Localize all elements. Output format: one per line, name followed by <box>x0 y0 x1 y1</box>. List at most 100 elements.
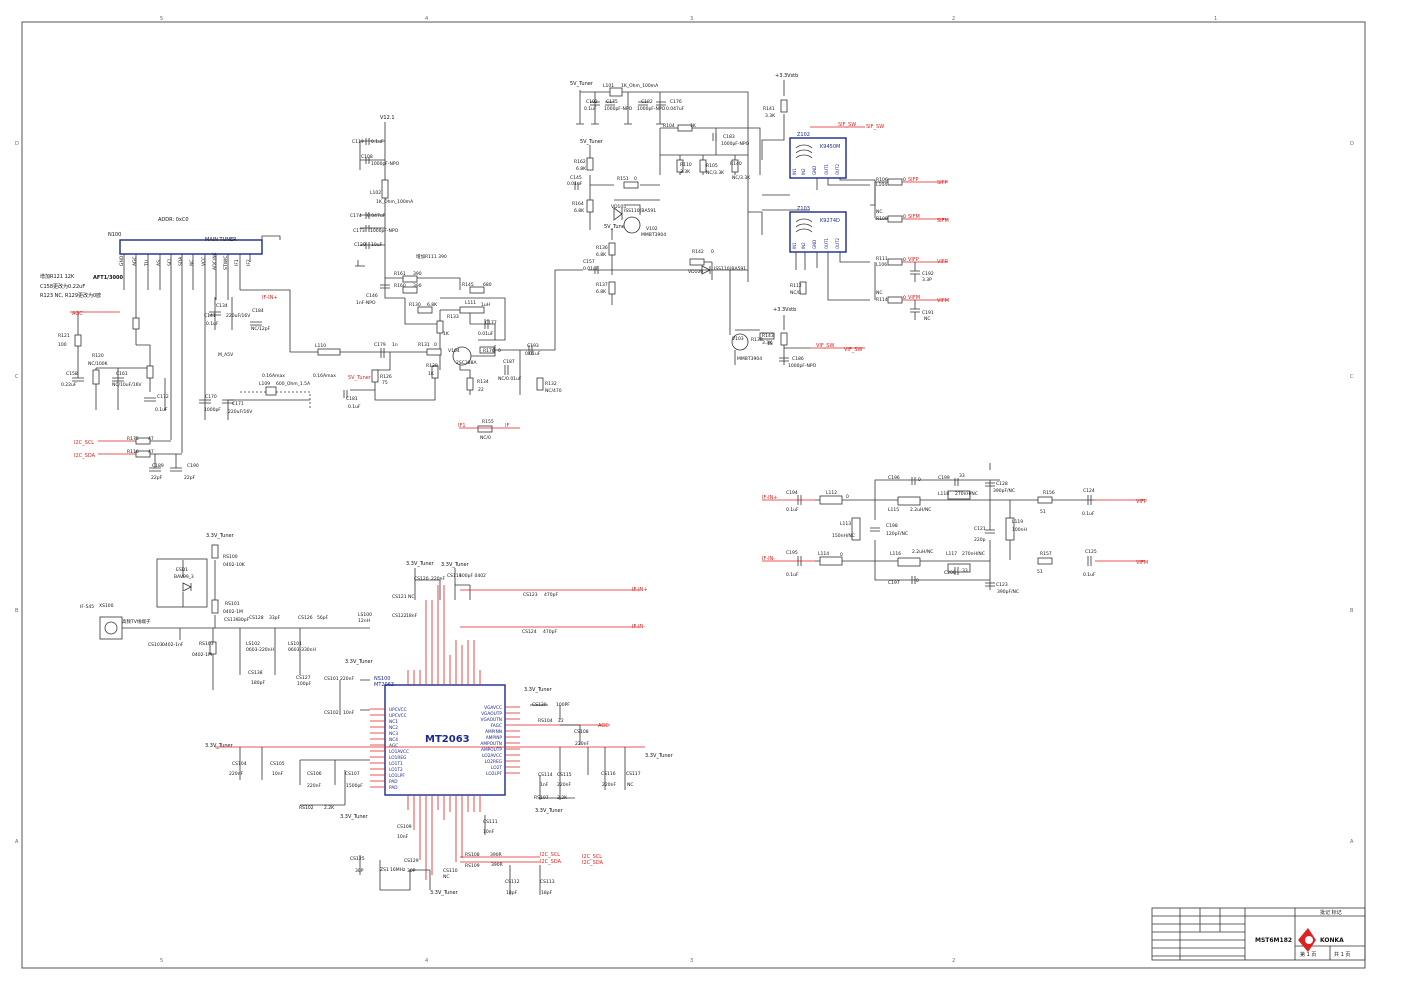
pin: AMPOUTN <box>480 741 502 747</box>
rf-connector-center <box>104 621 118 635</box>
pin: OUT2 <box>835 163 840 175</box>
transistor-v104 <box>452 346 472 366</box>
label: 0 <box>903 257 906 263</box>
label: C195 <box>786 550 798 556</box>
mt2063-component-labels: CS120 220nF CS119 100pF 0402 CS121 NC CS… <box>229 573 641 896</box>
label: R104 <box>663 123 675 129</box>
resistor-r134 <box>466 377 474 391</box>
title-block: 批记 标记 MST6M182 KONKA 共 1 页 第 1 页 <box>1151 907 1366 961</box>
capacitor-c183 <box>712 133 717 141</box>
saw-filter-z102 <box>789 137 847 179</box>
main-tuner-box <box>119 239 263 255</box>
label: L106 <box>876 262 887 268</box>
label: 1nF <box>540 782 549 788</box>
esd-box <box>156 558 208 608</box>
pin: LO2LPF <box>486 771 502 777</box>
label: 220nF <box>340 676 354 682</box>
label: 22pF <box>184 475 196 481</box>
inductor-l110 <box>317 348 341 356</box>
net-vif-sw: VIF_SW <box>816 343 834 349</box>
label: C179 <box>374 342 386 348</box>
title-block-frame <box>1151 907 1366 961</box>
label: C157 <box>583 259 595 265</box>
label: C121 <box>974 526 986 532</box>
label: 3.3K <box>765 113 776 119</box>
net-3v3-tuner-b: 3.3V_Tuner <box>441 562 470 568</box>
label: C197 <box>888 580 900 586</box>
pin: NC2 <box>389 725 398 731</box>
resistor-r112 <box>799 281 807 295</box>
row-marker: A <box>1350 839 1354 845</box>
label: 150nH/NC <box>832 533 855 539</box>
pin: LO1REG <box>389 755 406 761</box>
resistor-r130 <box>417 306 433 314</box>
label: R121 <box>58 333 70 339</box>
rf-input-labels: ESD1 BAV99_3 IF-545 XS100 高频TV线端子 RS100 … <box>80 554 329 687</box>
pin: IN1 <box>792 242 797 249</box>
label: 33 <box>959 473 965 479</box>
tuner-pin: AS <box>156 260 162 266</box>
label: 1K_Ohm_100mA <box>621 83 659 89</box>
label: CS122 <box>392 613 407 619</box>
net-if1: IF1 <box>458 423 466 429</box>
mt2063-section: MT2063 NS100 MT2063 UPCVCC UPCVCC NC1 NC… <box>80 533 674 896</box>
pin: LO2AVCC <box>482 753 502 759</box>
label: ESD1 <box>176 567 188 573</box>
label: 0.16Amax <box>313 373 336 379</box>
label: C196 <box>888 475 900 481</box>
mt2063-right-pins: VGAVCC VGAOUTP VGAOUTN FAGC AMPINN AMPIN… <box>480 705 502 777</box>
label: MMBT3904 <box>641 232 666 238</box>
tuner-component-labels: R121 100 R120 NC/100K C158 0.22uF C161 N… <box>58 303 271 481</box>
label: CS102 <box>324 710 339 716</box>
label: 1K <box>443 331 450 337</box>
inductor-l117 <box>947 563 971 573</box>
label: R134 <box>477 379 489 385</box>
net-vifm: VIFM <box>908 295 920 301</box>
label: R111 <box>876 256 888 262</box>
resistor-r120 <box>92 369 100 385</box>
label: 22 <box>478 387 484 393</box>
label: 2SC388A <box>456 360 477 366</box>
inductor-l109 <box>265 386 277 396</box>
label: 680 <box>483 282 492 288</box>
resistor-r157 <box>1037 557 1053 565</box>
label: 1500pF <box>346 783 363 789</box>
capacitor-c193 <box>528 345 533 355</box>
label: CS121 <box>392 594 407 600</box>
label: L115 <box>888 507 899 513</box>
tuner-addr: ADDR: 0xC0 <box>158 217 189 223</box>
label: 3.3K <box>762 340 773 346</box>
label: R136 <box>596 245 608 251</box>
capacitor-c157 <box>594 266 599 274</box>
label: R139 <box>426 363 438 369</box>
label: ZS1 <box>380 867 389 873</box>
label: 0.1uF <box>1083 572 1096 578</box>
resistor-r151 <box>623 181 639 189</box>
label: 3.3K <box>680 169 691 175</box>
tuner-note: C158更改为0.22uF <box>40 283 85 290</box>
pin: LO1T1 <box>389 761 403 767</box>
label: R132 <box>545 381 557 387</box>
label: 6.8K <box>596 289 607 295</box>
label: C161 <box>116 371 128 377</box>
label: 22 <box>558 718 564 724</box>
label: RS100 <box>223 554 238 560</box>
capacitor-c177 <box>484 319 489 329</box>
label: 600_Ohm_1.5A <box>276 381 311 387</box>
inductor-l102 <box>381 179 389 199</box>
capacitor-c179 <box>380 348 385 358</box>
label: C186 <box>792 356 804 362</box>
label: 1uH <box>481 302 490 308</box>
net-5v-tuner-mid: 5V_Tuner <box>580 139 604 145</box>
capacitor-c124 <box>1087 495 1092 505</box>
label: 270nH/NC <box>955 491 978 497</box>
label: CS108 <box>574 729 589 735</box>
label: 120pF/NC <box>886 531 908 537</box>
label: 390 <box>413 283 422 289</box>
net-3v3stb-top: +3.3Vstb <box>775 73 798 79</box>
net-5v-tuner-v102: 5V_Tuner <box>604 224 628 230</box>
resistor-r140 <box>731 159 739 173</box>
net-sifm: SIFM <box>908 214 920 220</box>
capacitor-c121 <box>985 529 995 534</box>
net-if-in-m: IF-IN- <box>632 624 645 630</box>
